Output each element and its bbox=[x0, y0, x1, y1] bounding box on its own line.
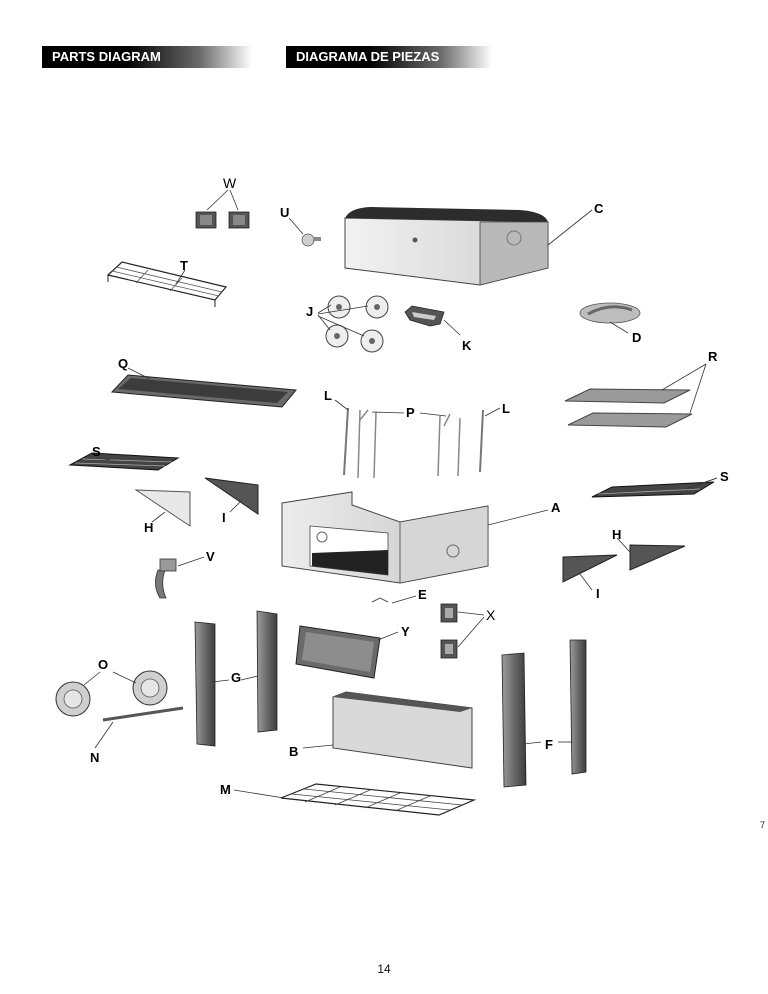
banner-title-es: DIAGRAMA DE PIEZAS bbox=[296, 49, 440, 64]
label-h2: H bbox=[612, 527, 621, 542]
label-l1: L bbox=[324, 388, 332, 403]
part-a-firebox bbox=[281, 491, 549, 584]
label-g: G bbox=[231, 670, 241, 685]
label-f: F bbox=[545, 737, 553, 752]
part-g-legs-left bbox=[194, 610, 278, 747]
label-m: M bbox=[220, 782, 231, 797]
part-k-handle bbox=[404, 305, 461, 336]
label-w: W bbox=[223, 175, 237, 191]
part-u-knob bbox=[288, 217, 321, 247]
part-y-door bbox=[295, 625, 399, 679]
label-e: E bbox=[418, 587, 427, 602]
part-s-side-shelf-left bbox=[68, 452, 180, 471]
part-d-logo-plate bbox=[579, 302, 641, 334]
label-q: Q bbox=[118, 356, 128, 371]
label-v: V bbox=[206, 549, 215, 564]
label-h1: H bbox=[144, 520, 153, 535]
label-i1: I bbox=[222, 510, 226, 525]
label-r: R bbox=[708, 349, 718, 364]
label-b: B bbox=[289, 744, 298, 759]
part-labels: W U C T J K D R Q L P L S S A H I H V I … bbox=[90, 175, 729, 797]
label-s1: S bbox=[92, 444, 101, 459]
part-h-bracket-left bbox=[134, 489, 191, 527]
part-t-warming-rack bbox=[106, 261, 228, 307]
part-o-wheels bbox=[55, 670, 168, 717]
part-l-brackets bbox=[334, 399, 501, 476]
part-n-axle bbox=[94, 706, 184, 749]
part-j-wheels bbox=[317, 295, 389, 353]
part-s-side-shelf-right bbox=[591, 477, 718, 498]
part-p-burners bbox=[357, 409, 461, 479]
side-page-number: 7 bbox=[760, 820, 766, 830]
part-m-bottom-rack bbox=[233, 783, 477, 816]
label-c: C bbox=[594, 201, 604, 216]
part-q-grease-tray bbox=[110, 367, 297, 408]
part-i-bracket-left bbox=[204, 477, 259, 515]
part-h-bracket-right bbox=[616, 537, 686, 571]
banner-title-en: PARTS DIAGRAM bbox=[52, 49, 161, 64]
label-l2: L bbox=[502, 401, 510, 416]
section-banner-en: PARTS DIAGRAM bbox=[42, 46, 252, 68]
label-n: N bbox=[90, 750, 99, 765]
label-t: T bbox=[180, 258, 188, 273]
part-v-igniter bbox=[155, 556, 205, 599]
label-j: J bbox=[306, 304, 313, 319]
page-number: 14 bbox=[377, 962, 391, 976]
part-x-hinges bbox=[440, 603, 485, 659]
label-a: A bbox=[551, 500, 561, 515]
label-d: D bbox=[632, 330, 641, 345]
part-e-clip bbox=[371, 595, 417, 604]
label-i2: I bbox=[596, 586, 600, 601]
label-p: P bbox=[406, 405, 415, 420]
part-c-lid bbox=[344, 207, 593, 286]
label-k: K bbox=[462, 338, 472, 353]
section-banner-es: DIAGRAMA DE PIEZAS bbox=[286, 46, 492, 68]
part-i-bracket-right bbox=[562, 554, 618, 591]
label-u: U bbox=[280, 205, 289, 220]
part-b-bottom-panel bbox=[302, 691, 473, 769]
part-f-legs-right bbox=[501, 639, 587, 788]
part-r-cooking-grates bbox=[564, 363, 707, 428]
label-s2: S bbox=[720, 469, 729, 484]
part-w-brackets bbox=[195, 189, 250, 229]
label-y: Y bbox=[401, 624, 410, 639]
label-o: O bbox=[98, 657, 108, 672]
label-x: X bbox=[486, 607, 496, 623]
